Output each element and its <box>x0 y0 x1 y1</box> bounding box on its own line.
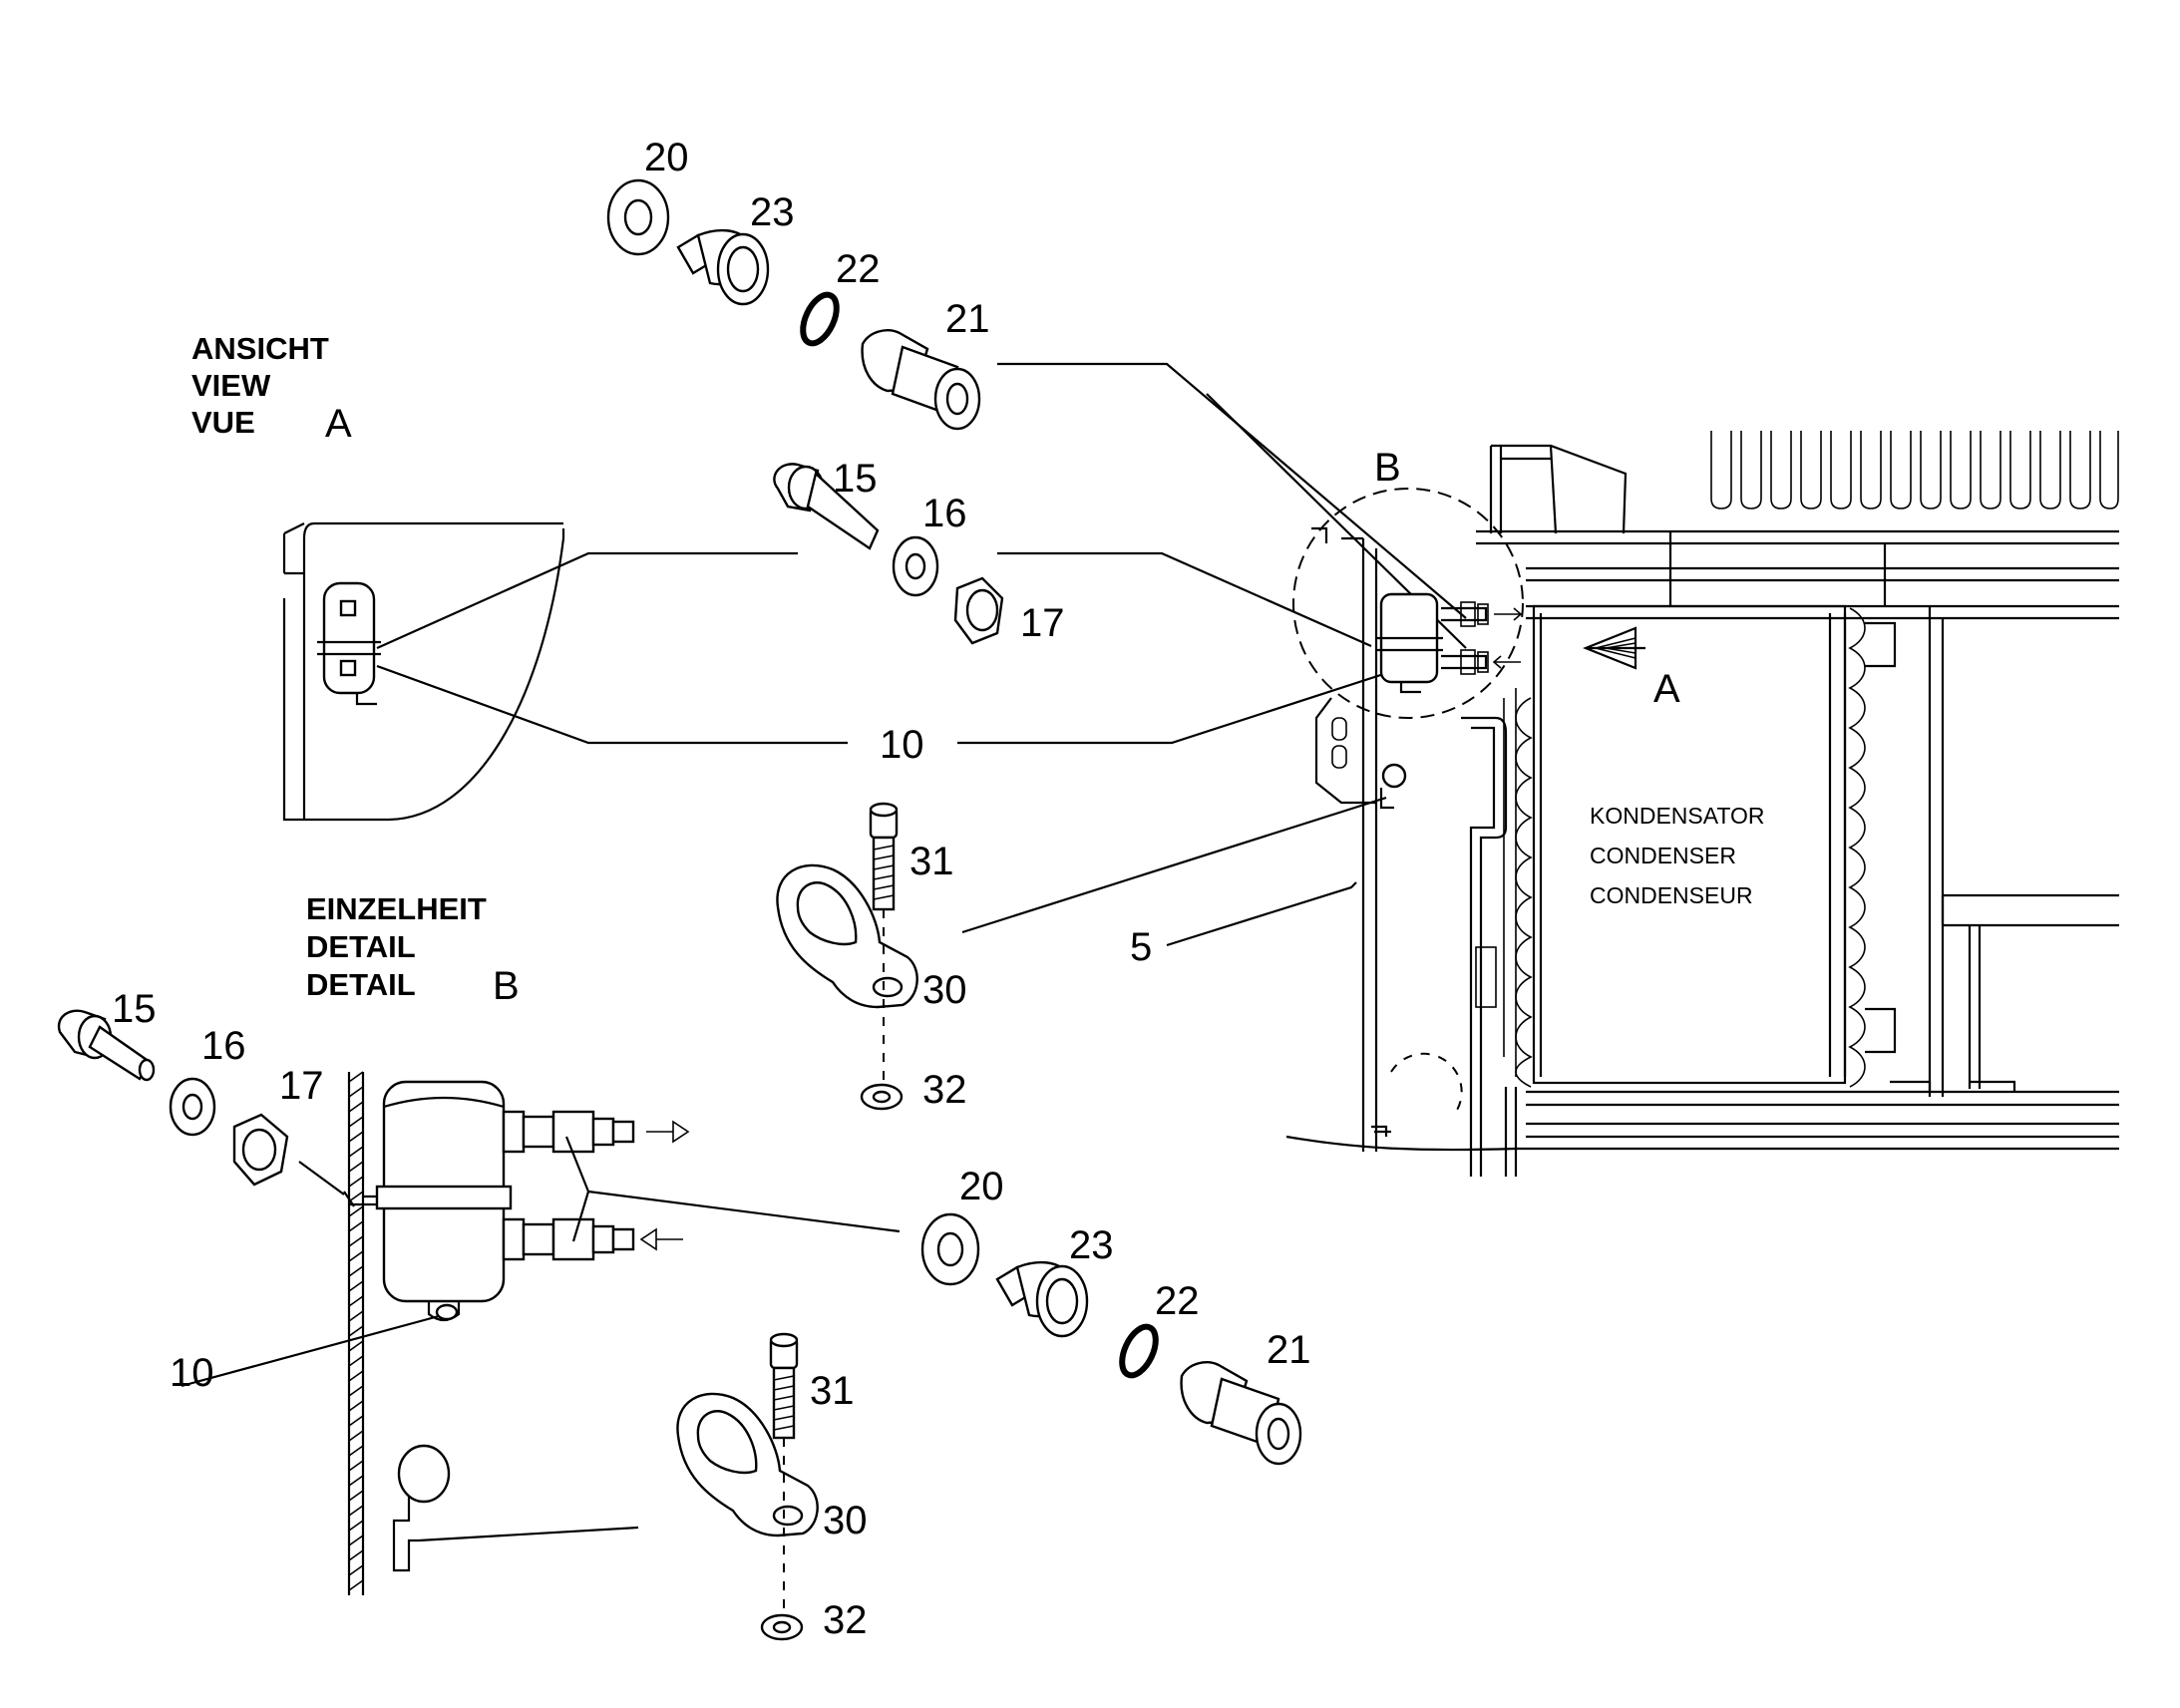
callout-17: 17 <box>1020 601 1065 645</box>
dryer-10-detail <box>343 1080 513 1322</box>
bolt-15-detail <box>57 1009 156 1082</box>
callout-32: 32 <box>922 1068 967 1112</box>
detail-b-wall <box>347 1071 365 1595</box>
washer-16-detail <box>169 1077 216 1137</box>
detail-callout-30: 30 <box>823 1499 868 1542</box>
callout-ref-b: B <box>1374 446 1401 490</box>
clamp-30-detail <box>676 1392 819 1537</box>
washer-16-top <box>892 535 939 597</box>
o-ring-22-detail <box>1119 1323 1159 1379</box>
callout-20: 20 <box>644 136 689 179</box>
detail-callout-23: 23 <box>1069 1223 1114 1267</box>
callout-15: 15 <box>833 457 878 501</box>
view-a-letter: A <box>325 402 352 446</box>
washer-32-upper <box>860 1083 904 1111</box>
fitting-upper-detail <box>502 1110 690 1154</box>
o-ring-22-top <box>800 291 840 347</box>
condenser-line3: CONDENSEUR <box>1590 882 1753 908</box>
adapter-21-top <box>861 329 981 431</box>
condenser-line2: CONDENSER <box>1590 843 1736 868</box>
fitting-lower-detail <box>502 1217 683 1261</box>
screw-31-detail <box>769 1332 799 1440</box>
detail-callout-20: 20 <box>959 1165 1004 1208</box>
callout-5: 5 <box>1130 925 1152 969</box>
view-a-line1: ANSICHT <box>191 331 329 366</box>
adapter-21-detail <box>1180 1361 1302 1466</box>
detail-callout-22: 22 <box>1155 1279 1200 1323</box>
clamp-30-upper <box>776 863 918 1009</box>
callout-31: 31 <box>909 840 954 883</box>
detail-callout-10: 10 <box>170 1351 214 1395</box>
screw-31-upper <box>869 802 899 911</box>
washer-20-detail <box>920 1212 980 1286</box>
detail-callout-16: 16 <box>201 1024 246 1068</box>
detail-b-line2: DETAIL <box>306 929 416 964</box>
callout-16: 16 <box>922 492 967 535</box>
detail-callout-17: 17 <box>279 1064 324 1108</box>
view-a-line3: VUE <box>191 405 255 440</box>
bolt-15-top <box>773 463 880 550</box>
detail-callout-15: 15 <box>112 987 157 1031</box>
detail-callout-32: 32 <box>823 1598 868 1642</box>
callout-10: 10 <box>880 723 924 767</box>
detail-callout-31: 31 <box>810 1369 855 1413</box>
nut-17-detail <box>232 1113 289 1187</box>
machine-frame <box>1285 431 2119 1177</box>
washer-20-top <box>606 178 670 256</box>
wall-clamp-detail <box>392 1444 639 1572</box>
callout-30: 30 <box>922 968 967 1012</box>
detail-b-circle <box>1292 488 1524 719</box>
nut-17-top <box>953 576 1004 645</box>
detail-b-letter: B <box>493 964 520 1008</box>
detail-b-line1: EINZELHEIT <box>306 891 487 926</box>
callout-ref-a: A <box>1653 667 1680 711</box>
nut-fitting-23-detail <box>995 1260 1089 1338</box>
callout-21: 21 <box>945 297 990 341</box>
washer-32-detail <box>760 1613 804 1641</box>
callout-22: 22 <box>836 247 881 291</box>
view-a-line2: VIEW <box>191 368 271 403</box>
view-a-panel <box>282 521 565 822</box>
callout-23: 23 <box>750 190 795 234</box>
condenser-line1: KONDENSATOR <box>1590 803 1765 829</box>
detail-callout-21: 21 <box>1267 1328 1311 1372</box>
nut-fitting-23-top <box>676 228 770 306</box>
detail-b-line3: DETAIL <box>306 967 416 1002</box>
